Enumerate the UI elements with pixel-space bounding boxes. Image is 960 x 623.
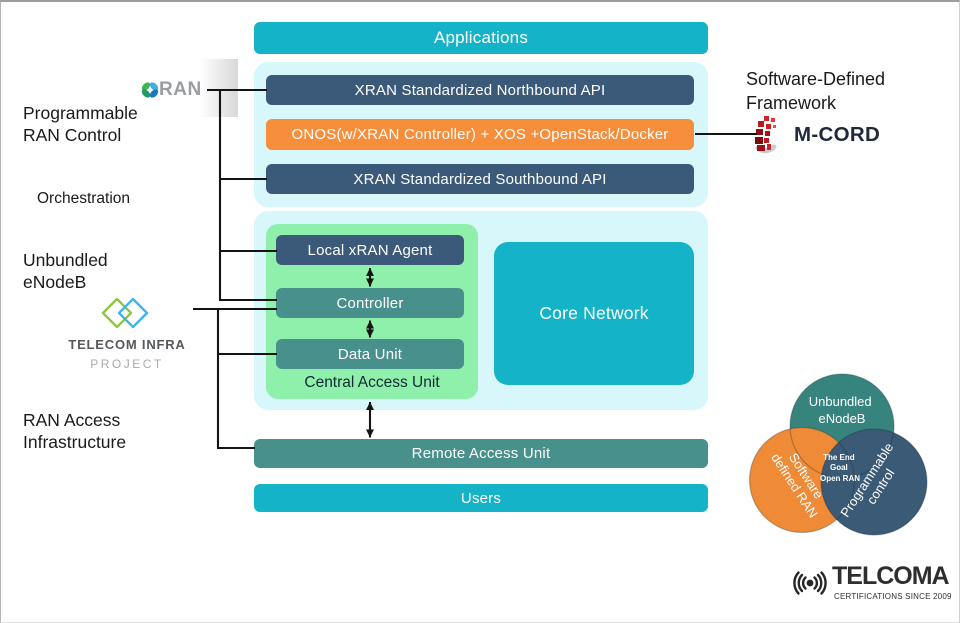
telcoma-signal-icon: [787, 564, 833, 602]
data-unit-box: Data Unit: [276, 339, 464, 369]
northbound-api-bar: XRAN Standardized Northbound API: [266, 75, 694, 105]
label-orchestration: Orchestration: [37, 190, 131, 207]
label-unbundled-enodeb: Unbundled eNodeB: [23, 250, 108, 292]
label-programmable-ran-control: Programmable RAN Control: [23, 103, 138, 145]
venn-top-label-line2: eNodeB: [819, 411, 866, 426]
svg-text:Unbundled eNodeB: Unbundled eNodeB: [809, 394, 876, 426]
applications-bar: Applications: [254, 22, 708, 54]
xran-logo-text: RAN: [159, 79, 202, 100]
mcord-logo-text: M-CORD: [794, 123, 881, 146]
svg-text:The End Goal O: The End Goal Open RAN: [820, 453, 860, 483]
onos-xos-bar: ONOS(w/XRAN Controller) + XOS +OpenStack…: [266, 119, 694, 150]
local-xran-agent-box: Local xRAN Agent: [276, 235, 464, 265]
logo-shadow-patch: [200, 59, 238, 117]
southbound-api-bar: XRAN Standardized Southbound API: [266, 164, 694, 194]
label-software-defined-framework: Software-Defined Framework: [746, 69, 886, 113]
controller-box: Controller: [276, 288, 464, 318]
venn-center-label-line3: Open RAN: [820, 474, 860, 483]
tip-logo-line1: TELECOM INFRA: [68, 337, 186, 352]
xran-x-icon: [141, 81, 159, 99]
telcoma-tagline: CERTIFICATIONS SINCE 2009: [834, 592, 952, 601]
venn-diagram: Unbundled eNodeB Software defined RAN Pr…: [741, 370, 941, 542]
venn-center-label-line1: The End: [823, 453, 855, 462]
central-access-unit-label: Central Access Unit: [304, 374, 440, 391]
telcoma-brand-text: TELCOMA: [832, 562, 950, 590]
mcord-icon: [748, 114, 788, 156]
venn-circle-programmable-control: [821, 429, 927, 535]
users-bar: Users: [254, 484, 708, 512]
tip-diamonds-icon: [100, 290, 150, 336]
venn-top-label-line1: Unbundled: [809, 394, 872, 409]
tip-logo-line2: PROJECT: [90, 357, 164, 371]
core-network-box: Core Network: [494, 242, 694, 385]
remote-access-unit-bar: Remote Access Unit: [254, 439, 708, 468]
label-ran-access-infrastructure: RAN Access Infrastructure: [23, 410, 127, 452]
venn-center-label-line2: Goal: [830, 463, 848, 472]
